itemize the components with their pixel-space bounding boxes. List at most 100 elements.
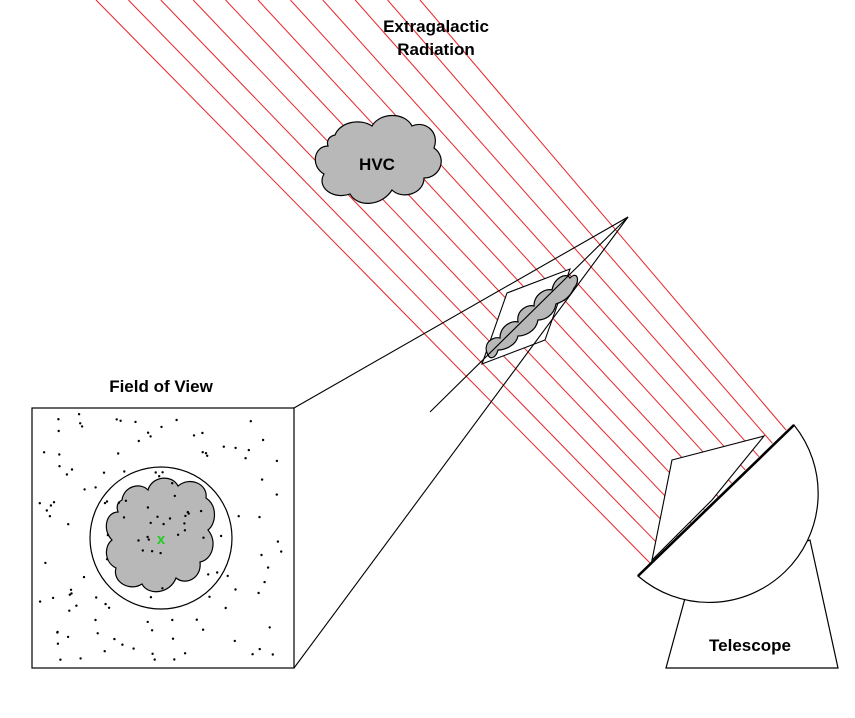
point-source [104,602,107,606]
point-source [80,425,84,428]
point-source [260,553,263,557]
cone-line-upper [293,216,629,409]
sources-inside-aperture [103,471,223,599]
point-source [263,580,266,584]
radiation-rays [95,0,787,564]
point-source [146,535,149,539]
point-source [141,549,144,552]
point-source [150,629,154,632]
radiation-ray [354,0,760,457]
point-source [65,473,69,476]
point-source [102,471,106,474]
point-source [202,536,205,539]
point-source [69,588,73,591]
point-source [173,494,176,498]
radiation-title-line2: Radiation [397,40,474,59]
point-source [96,632,99,635]
point-source [68,593,72,596]
radiation-ray [387,0,773,444]
point-source [56,642,60,645]
radiation-ray [322,0,746,471]
point-source [175,418,178,422]
point-source [137,539,140,542]
point-source [258,647,261,651]
point-source [79,657,82,660]
point-source [208,595,211,598]
point-source [275,459,279,463]
point-source [83,488,86,491]
point-source [67,523,70,526]
telescope-tube [651,435,766,562]
point-source [147,538,150,541]
point-source [149,521,152,525]
point-source [94,486,97,489]
point-source [158,475,161,478]
point-source [206,454,209,457]
point-source [38,502,41,505]
point-source [149,435,152,438]
point-source [171,618,174,622]
point-source [117,501,121,504]
point-source [171,482,174,485]
point-source [226,574,229,578]
point-source [173,658,176,661]
point-source [132,647,135,650]
point-source [224,606,227,610]
point-source [195,618,198,621]
fov-cloud [105,477,216,593]
point-source [192,434,196,437]
point-source [117,452,120,455]
point-source [103,501,107,505]
point-source [51,596,55,600]
point-source [45,509,48,512]
point-source [149,596,153,599]
background-sources [38,413,283,661]
point-source [103,650,106,653]
point-source [123,470,126,473]
point-source [94,618,97,622]
point-source [153,658,156,661]
point-source [113,637,116,641]
point-source [38,600,42,603]
point-source [154,471,157,474]
point-source [280,550,283,553]
point-source [121,643,124,646]
point-source [266,566,270,569]
point-source [122,516,126,519]
point-source [201,431,204,435]
point-source [207,573,210,576]
point-source [268,626,271,629]
point-source [66,635,70,639]
radiation-ray [290,0,732,484]
point-source [222,445,225,448]
point-source [261,438,265,442]
point-source [176,533,180,536]
point-source [146,431,150,434]
point-source [258,515,261,519]
point-source [70,468,74,471]
telescope-label: Telescope [709,636,791,655]
point-source [68,609,71,612]
point-source [161,587,164,590]
point-source [75,604,78,607]
point-source [79,422,82,425]
point-source [260,478,264,481]
point-source [237,515,240,518]
point-source [146,506,150,509]
point-source [56,631,59,634]
radiation-ray [128,0,664,551]
point-source [82,575,86,579]
point-source [183,652,187,655]
point-source [276,540,280,543]
point-source [183,522,186,525]
point-source [184,514,187,518]
point-source [59,658,62,661]
point-source [57,418,60,421]
point-source [171,637,175,640]
point-source [257,591,260,595]
point-source [275,493,278,496]
point-source [119,419,122,422]
radiation-title-line1: Extragalactic [383,17,489,36]
point-source [58,453,61,456]
